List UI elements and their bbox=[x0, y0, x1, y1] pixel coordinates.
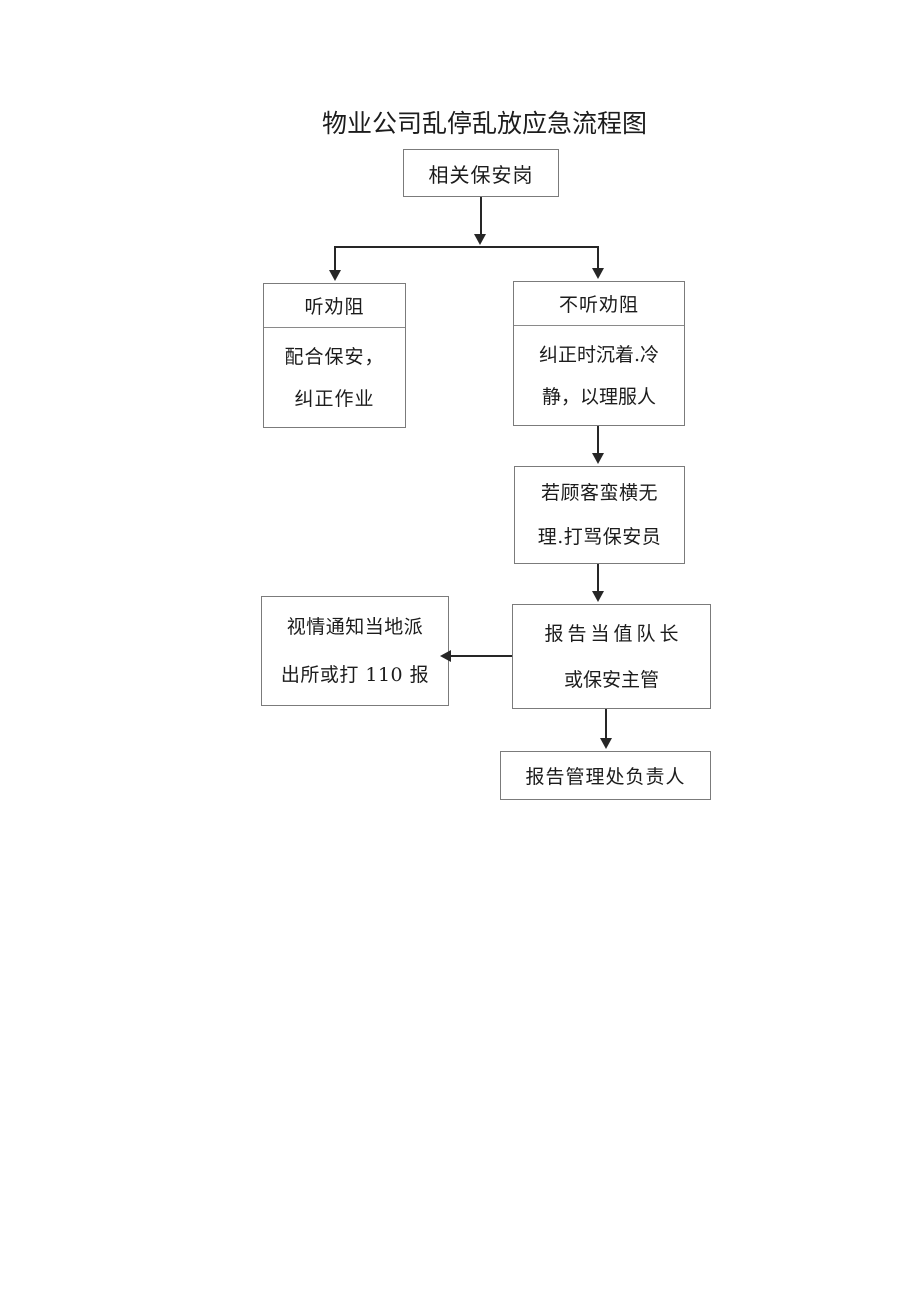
node-notify-police-line-1: 视情通知当地派 bbox=[286, 616, 424, 638]
node-report-duty-leader-line-2: 或保安主管 bbox=[563, 668, 659, 691]
node-security-post-line-1: 相关保安岗 bbox=[428, 162, 534, 187]
node-complies-body: 配合保安， 纠正作业 bbox=[264, 328, 405, 427]
connector-report-leader-to-manager-arrowhead bbox=[600, 738, 612, 749]
node-refuses-body: 纠正时沉着.冷 静，以理服人 bbox=[514, 326, 684, 425]
node-complies-header: 听劝阻 bbox=[264, 284, 405, 328]
node-violent-customer-line-2: 理.打骂保安员 bbox=[537, 526, 662, 548]
connector-violent-to-report-leader-arrowhead bbox=[592, 591, 604, 602]
node-report-manager-line-1: 报告管理处负责人 bbox=[525, 766, 686, 788]
connector-branch-left-arrowhead bbox=[329, 270, 341, 281]
node-report-duty-leader: 报告当值队长 或保安主管 bbox=[512, 604, 711, 709]
node-violent-customer-line-1: 若顾客蛮横无 bbox=[540, 482, 658, 504]
node-refuses-line-1: 纠正时沉着.冷 bbox=[538, 343, 660, 366]
connector-report-leader-to-police bbox=[450, 655, 512, 657]
connector-refuses-to-violent-arrowhead bbox=[592, 453, 604, 464]
node-complies: 听劝阻 配合保安， 纠正作业 bbox=[263, 283, 406, 428]
connector-report-leader-to-manager bbox=[605, 709, 607, 740]
connector-violent-to-report-leader bbox=[597, 564, 599, 593]
connector-branch-left-stem bbox=[334, 246, 336, 272]
connector-branch-right-arrowhead bbox=[592, 268, 604, 279]
node-notify-police: 视情通知当地派 出所或打 110 报 bbox=[261, 596, 449, 706]
connector-branch-bar bbox=[334, 246, 598, 248]
node-complies-line-1: 配合保安， bbox=[284, 345, 385, 368]
connector-top-stem-arrowhead bbox=[474, 234, 486, 245]
page-title: 物业公司乱停乱放应急流程图 bbox=[322, 109, 648, 138]
connector-branch-right-stem bbox=[597, 246, 599, 270]
connector-refuses-to-violent bbox=[597, 426, 599, 455]
node-report-manager: 报告管理处负责人 bbox=[500, 751, 711, 800]
node-refuses-header: 不听劝阻 bbox=[514, 282, 684, 326]
node-refuses: 不听劝阻 纠正时沉着.冷 静，以理服人 bbox=[513, 281, 685, 426]
node-notify-police-line-2: 出所或打 110 报 bbox=[280, 664, 430, 686]
node-complies-line-2: 纠正作业 bbox=[294, 387, 375, 410]
connector-top-stem bbox=[480, 197, 482, 237]
node-report-duty-leader-line-1: 报告当值队长 bbox=[544, 622, 683, 645]
node-refuses-line-2: 静，以理服人 bbox=[541, 385, 656, 408]
node-violent-customer: 若顾客蛮横无 理.打骂保安员 bbox=[514, 466, 685, 564]
node-security-post: 相关保安岗 bbox=[403, 149, 559, 197]
connector-report-leader-to-police-arrowhead bbox=[440, 650, 451, 662]
